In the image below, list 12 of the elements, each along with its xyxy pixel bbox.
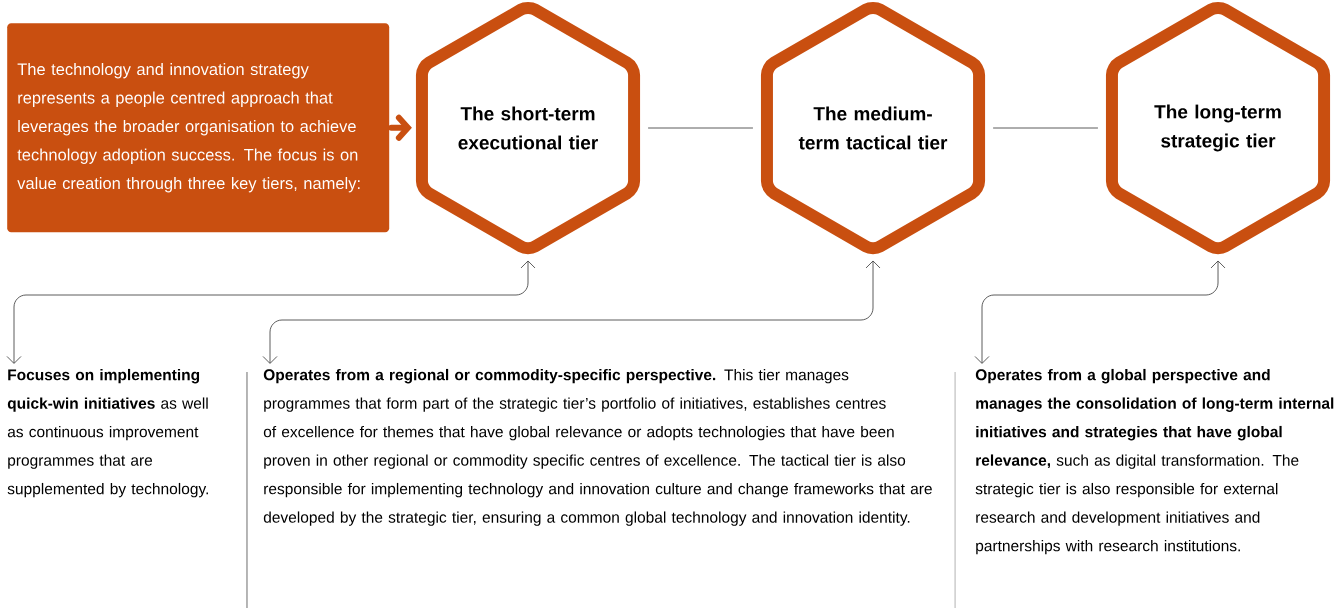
arrow (6, 260, 536, 364)
description-text: Focuses on implementing quick-win initiatives as well as continuous improvement programmes that are supplemented by technology. (7, 368, 208, 498)
hexagon: The short-term executional tier (415, 1, 641, 255)
arrow (974, 260, 1226, 364)
connector-line (647, 127, 754, 129)
description-text: Operates from a regional or commodity-specific perspective. This tier manages programmes that form part of the strategic tier’s portfolio of initiatives, establishes centres of excellence for themes that have global relevance or adopts technologies that have been proven in other regional or commodity specific centres of excellence. The tactical tier is also responsible for implementing technology and innovation culture and change frameworks that are developed by the strategic tier, ensuring a common global technology and innovation identity. (263, 368, 932, 526)
hexagon: The medium-term tactical tier (760, 1, 986, 255)
hexagon: The long-term strategic tier (1105, 1, 1331, 255)
connector-line (992, 127, 1099, 129)
description-text: Operates from a global perspective and manages the consolidation of long-term internal initiatives and strategies that have global relevance, such as digital transformation. The strategic tier is also responsible for external research and development initiatives and partnerships with research institutions. (975, 368, 1334, 555)
text-box: The technology and innovation strategy represents a people centred approach that leverages the broader organisation to achieve technology adoption success. The focus is on value creation through three key tiers, namely: (7, 23, 390, 233)
arrow (262, 260, 881, 364)
